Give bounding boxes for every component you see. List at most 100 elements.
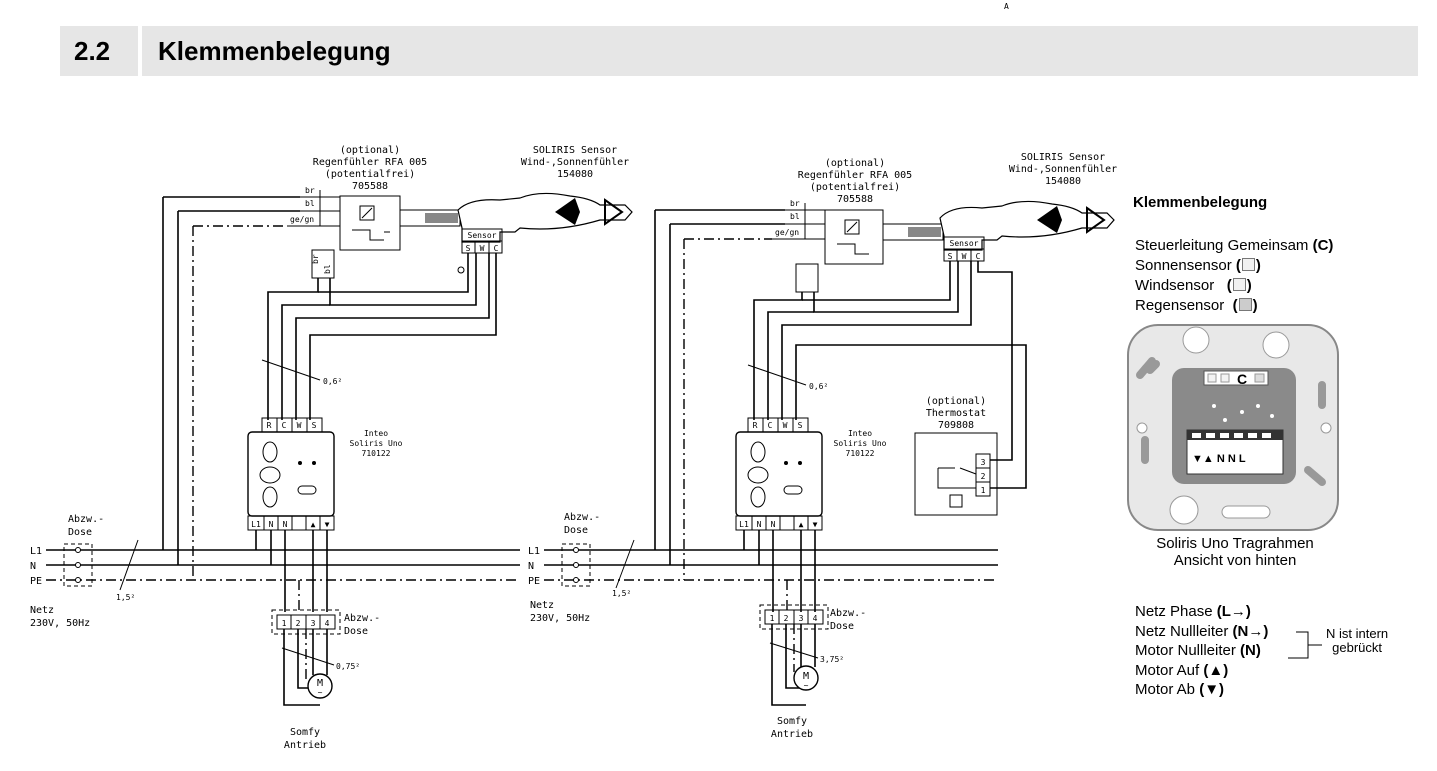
svg-text:3,75²: 3,75² <box>820 655 844 664</box>
svg-text:C: C <box>494 244 499 253</box>
bridge-bracket <box>1288 631 1309 659</box>
svg-text:S: S <box>312 421 317 430</box>
svg-text:Netz: Netz <box>30 605 54 616</box>
thermostat-optional: (optional) <box>926 396 986 407</box>
motor-symbol <box>307 673 333 699</box>
svg-text:~: ~ <box>318 688 323 697</box>
svg-text:Netz: Netz <box>530 600 554 611</box>
svg-text:bl: bl <box>323 264 332 274</box>
svg-text:N: N <box>757 520 762 529</box>
rain-icon <box>1238 298 1252 311</box>
svg-text:Abzw.-: Abzw.- <box>68 514 104 525</box>
svg-text:Antrieb: Antrieb <box>771 729 813 740</box>
legend-power: Netz Phase (L→) Netz Nullleiter (N→) Mot… <box>1135 602 1268 700</box>
section-title-bar: Klemmenbelegung <box>142 26 1418 76</box>
module-model: Soliris Uno <box>350 439 403 448</box>
legend-title: Klemmenbelegung <box>1133 194 1268 211</box>
legend-netz-phase: Netz Phase (L→) <box>1135 603 1251 620</box>
svg-text:W: W <box>962 252 967 261</box>
svg-text:ge/gn: ge/gn <box>290 215 314 224</box>
cable-size-control: 0,6² <box>323 377 342 386</box>
soliris-article: 154080 <box>557 169 593 180</box>
svg-text:2: 2 <box>981 472 986 481</box>
svg-text:705588: 705588 <box>837 194 873 205</box>
rain-sensor-box-right <box>824 209 884 265</box>
legend-netz-null: Netz Nullleiter (N→) <box>1135 622 1269 640</box>
svg-text:SOLIRIS Sensor: SOLIRIS Sensor <box>1021 152 1105 163</box>
svg-text:L1: L1 <box>739 520 749 529</box>
svg-text:bl: bl <box>305 199 315 208</box>
svg-text:Dose: Dose <box>830 621 854 632</box>
section-number-box: 2.2 <box>60 26 138 76</box>
rain-potential-label: (potentialfrei) <box>325 169 415 180</box>
svg-text:S: S <box>466 244 471 253</box>
svg-text:4: 4 <box>325 619 330 628</box>
rain-sensor-box <box>339 195 401 251</box>
module-name: Inteo <box>364 429 388 438</box>
right-diagram: (optional) Regenfühler RFA 005 (potentia… <box>528 152 1117 740</box>
svg-text:PE: PE <box>30 576 42 587</box>
svg-text:2: 2 <box>784 614 789 623</box>
svg-text:N: N <box>771 520 776 529</box>
svg-text:R: R <box>267 421 272 430</box>
svg-text:N: N <box>269 520 274 529</box>
legend-sun-sensor: Sonnensensor () <box>1135 257 1261 274</box>
thermostat-title: Thermostat <box>926 408 986 419</box>
svg-text:L1: L1 <box>30 546 42 557</box>
bridge-note: N ist intern gebrückt <box>1326 626 1389 655</box>
legend-motor-up: Motor Auf (▲) <box>1135 661 1229 679</box>
svg-text:3: 3 <box>311 619 316 628</box>
left-diagram: (optional) Regenfühler RFA 005 (potentia… <box>30 145 633 751</box>
module-top-terms: R C W S <box>267 418 317 432</box>
svg-text:N: N <box>283 520 288 529</box>
svg-text:M: M <box>317 678 323 689</box>
svg-text:Sensor: Sensor <box>950 239 979 248</box>
svg-text:0,75²: 0,75² <box>336 662 360 671</box>
soliris-sub: Wind-,Sonnenfühler <box>521 157 629 168</box>
svg-text:L1: L1 <box>251 520 261 529</box>
frame-caption: Soliris Uno Tragrahmen Ansicht von hinte… <box>1156 535 1314 569</box>
svg-text:Abzw.-: Abzw.- <box>344 613 380 624</box>
svg-text:ge/gn: ge/gn <box>775 228 799 237</box>
svg-text:L1: L1 <box>528 546 540 557</box>
svg-text:(potentialfrei): (potentialfrei) <box>810 182 900 193</box>
svg-text:~: ~ <box>804 681 809 690</box>
svg-text:3: 3 <box>981 458 986 467</box>
svg-text:(optional): (optional) <box>825 158 885 169</box>
svg-text:3: 3 <box>799 614 804 623</box>
svg-text:Soliris Uno: Soliris Uno <box>834 439 887 448</box>
svg-text:1,5²: 1,5² <box>612 589 631 598</box>
svg-text:Wind-,Sonnenfühler: Wind-,Sonnenfühler <box>1009 164 1117 175</box>
svg-text:Somfy: Somfy <box>777 716 807 727</box>
svg-text:▲: ▲ <box>799 520 804 529</box>
svg-text:710122: 710122 <box>846 449 875 458</box>
module-article: 710122 <box>362 449 391 458</box>
inteo-module-right <box>735 431 823 517</box>
svg-text:S: S <box>798 421 803 430</box>
soliris-frame-back-view: C ▼▲ N N L <box>1127 324 1339 531</box>
svg-text:bl: bl <box>790 212 800 221</box>
svg-text:Somfy: Somfy <box>290 727 320 738</box>
svg-text:1: 1 <box>981 486 986 495</box>
svg-text:Abzw.-: Abzw.- <box>830 608 866 619</box>
svg-text:▲: ▲ <box>311 520 316 529</box>
svg-text:230V, 50Hz: 230V, 50Hz <box>530 613 590 624</box>
svg-text:4: 4 <box>813 614 818 623</box>
svg-text:Dose: Dose <box>68 527 92 538</box>
svg-text:Antrieb: Antrieb <box>284 740 326 751</box>
svg-text:br: br <box>790 199 800 208</box>
svg-text:Abzw.-: Abzw.- <box>564 512 600 523</box>
svg-text:Regenfühler RFA 005: Regenfühler RFA 005 <box>798 170 912 181</box>
svg-text:▼: ▼ <box>813 520 818 529</box>
legend-control-line: Steuerleitung Gemeinsam (C) <box>1135 237 1334 254</box>
sensor-title: Sensor <box>468 231 497 240</box>
svg-text:154080: 154080 <box>1045 176 1081 187</box>
svg-text:br: br <box>311 254 320 264</box>
svg-text:br: br <box>305 186 315 195</box>
svg-text:C: C <box>768 421 773 430</box>
svg-text:W: W <box>297 421 302 430</box>
inteo-module <box>247 431 335 517</box>
rain-relay-icon <box>359 205 375 221</box>
svg-text:0,6²: 0,6² <box>809 382 828 391</box>
